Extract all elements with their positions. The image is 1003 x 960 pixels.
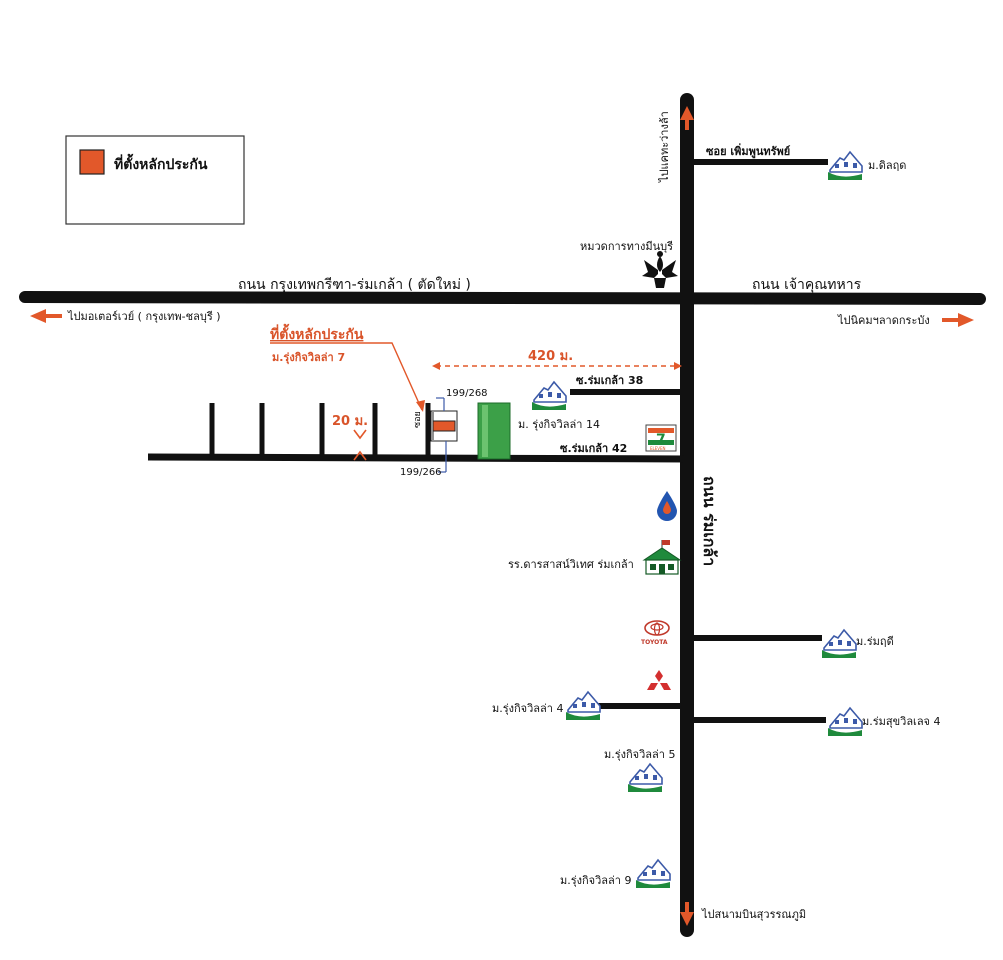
road-label-main-east: ถนน เจ้าคุณทหาร (752, 277, 862, 293)
toyota-label: TOYOTA (641, 639, 668, 646)
landmark-label-school: รร.ดารสาสน์วิเทศ ร่มเกล้า (508, 558, 634, 571)
seven-eleven-icon: 7 ELEVEN (645, 424, 677, 452)
house-icon-rungkit-14 (531, 381, 567, 411)
road-label-vertical: ถนน ร่มเกล้า (700, 476, 719, 566)
village-label-rungkit-14: ม. รุ่งกิจวิลล่า 14 (518, 418, 600, 431)
soi-42-road (147, 453, 688, 463)
side-lanes (209, 403, 431, 457)
pointer-line (270, 342, 423, 411)
house-icon-rungkit-5 (627, 763, 663, 793)
collateral-marker (430, 397, 458, 473)
legend-swatch (79, 149, 105, 175)
direction-label-west: ไปมอเตอร์เวย์ ( กรุงเทพ-ชลบุรี ) (67, 310, 221, 323)
legend: ที่ตั้งหลักประกัน (65, 135, 245, 225)
village-label-romsuk-4: ม.ร่มสุขวิลเลจ 4 (862, 715, 941, 728)
distance-20-marker (353, 429, 367, 461)
village-label-rungkit-4: ม.รุ่งกิจวิลล่า 4 (492, 702, 563, 715)
road-label-soi-38: ซ.ร่มเกล้า 38 (576, 374, 643, 387)
school-icon (642, 540, 682, 575)
arrow-east-icon (942, 313, 974, 327)
village-label-rungkit-9: ม.รุ่งกิจวิลล่า 9 (560, 874, 631, 887)
house-number-bottom: 199/266 (400, 467, 442, 478)
svg-text:7: 7 (656, 432, 666, 448)
house-icon-romsuk-4 (827, 707, 863, 737)
village-label-rungkit-5: ม.รุ่งกิจวิลล่า 5 (604, 748, 675, 761)
house-number-top: 199/268 (446, 388, 488, 399)
road-label-soi-42: ซ.ร่มเกล้า 42 (560, 442, 627, 455)
gas-station-icon (657, 491, 677, 521)
house-icon-rungkit-9 (635, 859, 671, 889)
distance-420-label: 420 ม. (528, 349, 573, 364)
house-icon-rungkit-4 (565, 691, 601, 721)
seven-eleven-label: ELEVEN (650, 446, 666, 451)
road-label-soi-top: ซอย เพิ่มพูนทรัพย์ (706, 143, 790, 159)
main-road-horizontal (19, 291, 986, 305)
village-label-top-right: ม.ดิลฤด (868, 159, 906, 172)
side-soi-label: ซอย (413, 411, 423, 428)
mitsubishi-logo-icon (647, 670, 671, 690)
house-icon-top-right (827, 151, 863, 181)
direction-label-south: ไปสนามบินสุวรรณภูมิ (701, 908, 806, 921)
collateral-title: ที่ตั้งหลักประกัน (270, 323, 364, 343)
house-icon-romruedee (821, 629, 857, 659)
landmark-label-district-office: หมวดการทางมีนบุรี (580, 240, 673, 253)
arrow-south-icon (680, 902, 694, 926)
road-label-main-west: ถนน กรุงเทพกรีฑา-ร่มเกล้า ( ตัดใหม่ ) (238, 276, 471, 293)
distance-20-label: 20 ม. (332, 414, 368, 429)
distance-420-marker (432, 362, 682, 370)
toyota-logo-icon: TOYOTA (641, 620, 670, 646)
direction-label-east: ไปนิคมฯลาดกระบัง (837, 314, 930, 327)
direction-label-north: ไปแคทะว่างล้า (658, 111, 671, 183)
collateral-subtitle: ม.รุ่งกิจวิลล่า 7 (272, 351, 345, 365)
arrow-north-icon (680, 106, 694, 130)
arrow-west-icon (30, 309, 62, 323)
garuda-emblem-icon (642, 251, 678, 288)
village-label-romruedee: ม.ร่มฤดี (856, 635, 894, 648)
legend-label: ที่ตั้งหลักประกัน (114, 153, 208, 173)
